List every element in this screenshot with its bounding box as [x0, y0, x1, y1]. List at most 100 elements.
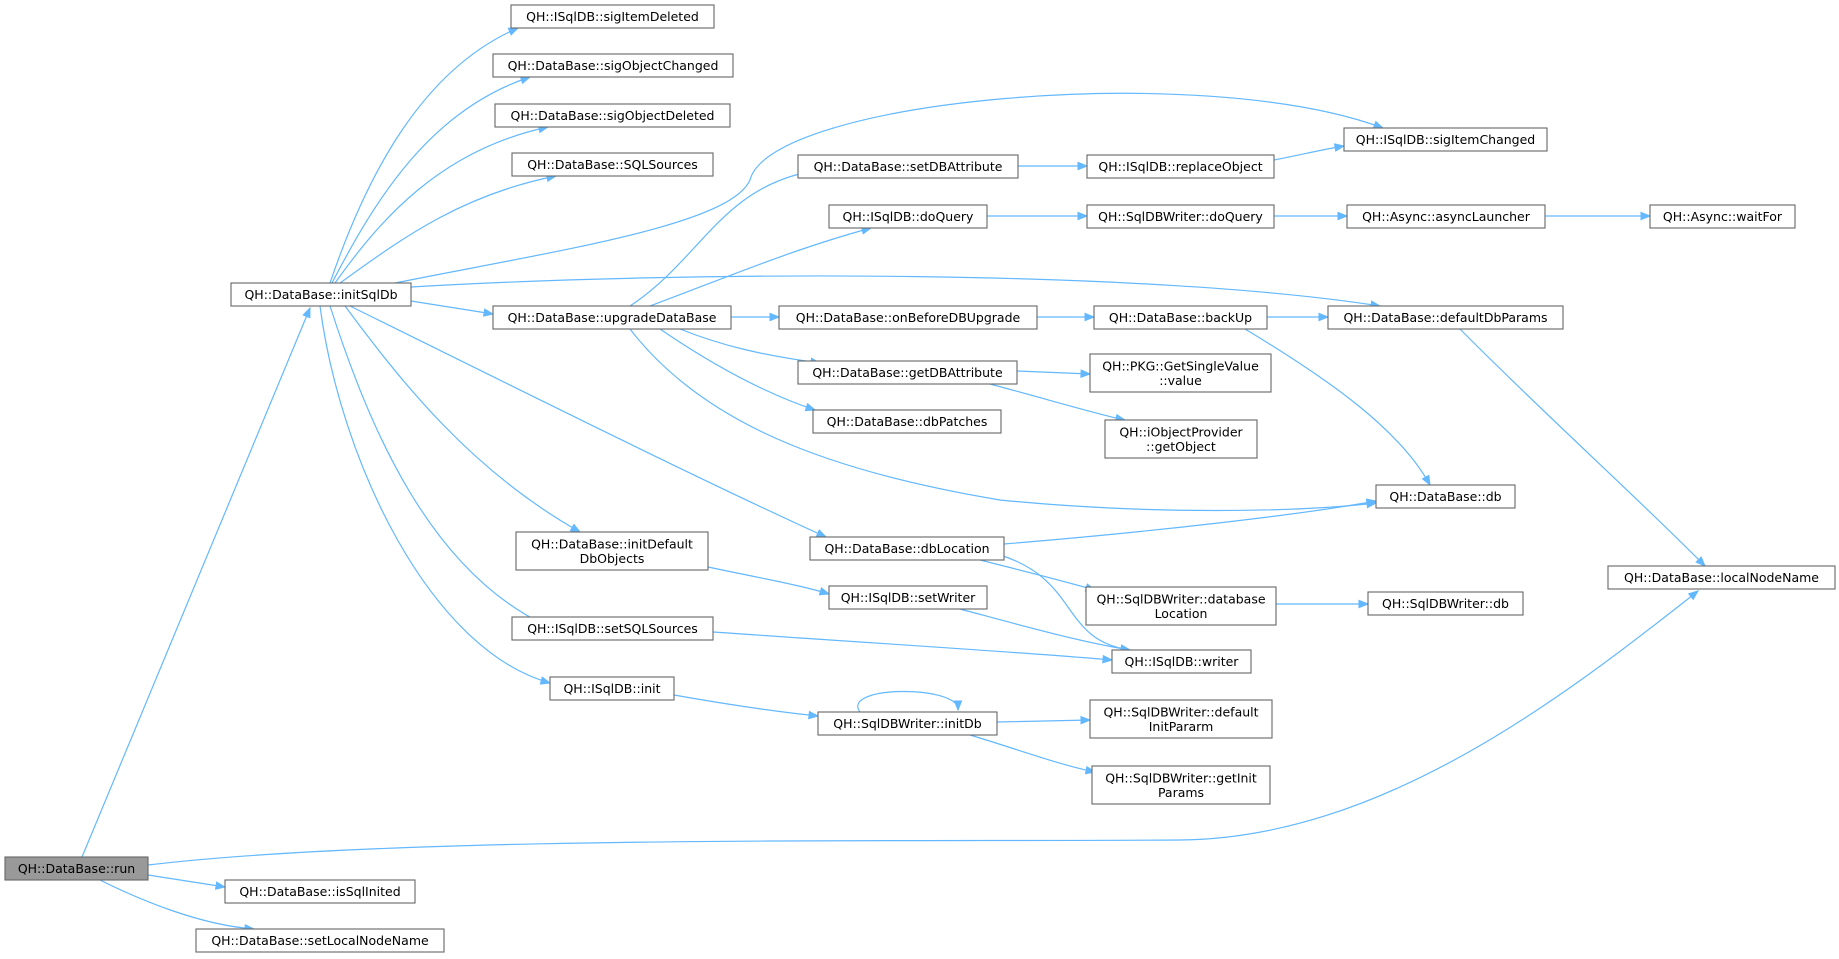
arrowhead [1333, 143, 1346, 152]
edge-line [1003, 500, 1377, 545]
node-box [224, 879, 416, 904]
node-label: QH::DataBase::sigObjectDeleted [510, 108, 714, 123]
edge-isqlDoQuery-to-writerDoQuery [987, 211, 1089, 221]
node-isqlDoQuery[interactable]: QH::ISqlDB::doQuery [828, 204, 988, 229]
node-label: QH::SqlDBWriter::initDb [833, 716, 981, 731]
node-label: QH::DataBase::onBeforeDBUpgrade [796, 310, 1021, 325]
node-dbLocation[interactable]: QH::DataBase::dbLocation [809, 536, 1005, 561]
node-label: QH::DataBase::setDBAttribute [814, 159, 1003, 174]
node-label: QH::SqlDBWriter::doQuery [1098, 209, 1263, 224]
arrowhead [804, 402, 817, 412]
node-SQLSources[interactable]: QH::DataBase::SQLSources [511, 152, 714, 177]
node-getDBAttribute[interactable]: QH::DataBase::getDBAttribute [797, 360, 1018, 385]
node-initSqlDb[interactable]: QH::DataBase::initSqlDb [230, 282, 412, 307]
node-label: QH::DataBase::db [1389, 489, 1501, 504]
edge-initDb-to-initDb [857, 690, 963, 713]
node-writerDb[interactable]: QH::SqlDBWriter::db [1367, 591, 1524, 616]
node-label: QH::SqlDBWriter::db [1382, 596, 1509, 611]
arrowhead [1102, 654, 1114, 664]
edge-upgradeDataBase-to-setDBAttribute [629, 169, 810, 307]
node-sigObjectChanged[interactable]: QH::DataBase::sigObjectChanged [492, 53, 734, 78]
node-backUp[interactable]: QH::DataBase::backUp [1093, 305, 1268, 330]
edge-onBeforeDBUpgrade-to-backUp [1037, 312, 1096, 322]
edge-upgradeDataBase-to-dbPatches [659, 328, 817, 412]
arrowhead [953, 700, 963, 712]
arrowhead [1337, 211, 1349, 221]
arrowhead [302, 306, 311, 319]
node-label: QH::ISqlDB::setSQLSources [527, 621, 698, 636]
node-upgradeDataBase[interactable]: QH::DataBase::upgradeDataBase [492, 305, 732, 330]
edge-line [659, 328, 816, 411]
node-box [1086, 154, 1275, 179]
node-initDb[interactable]: QH::SqlDBWriter::initDb [817, 711, 998, 736]
edge-initSqlDb-to-defaultDbParams [410, 275, 1382, 309]
node-isqlWriter[interactable]: QH::ISqlDB::writer [1111, 649, 1252, 674]
edge-upgradeDataBase-to-isqlDoQuery [649, 226, 873, 307]
node-label: QH::SqlDBWriter::database [1096, 591, 1265, 606]
node-waitFor[interactable]: QH::Async::waitFor [1649, 204, 1796, 229]
node-dbDb[interactable]: QH::DataBase::db [1375, 484, 1516, 509]
edge-setDBAttribute-to-replaceObject [1018, 161, 1089, 171]
node-getObject[interactable]: QH::iObjectProvider::getObject [1104, 419, 1258, 459]
arrowhead [815, 529, 828, 538]
arrowhead [1080, 715, 1092, 725]
node-label: QH::DataBase::SQLSources [527, 157, 698, 172]
arrowhead [1080, 369, 1092, 378]
node-run[interactable]: QH::DataBase::run [4, 856, 149, 881]
node-dbPatches[interactable]: QH::DataBase::dbPatches [812, 409, 1002, 434]
edge-getDBAttribute-to-getSingleValue [1016, 369, 1092, 378]
node-box [1346, 204, 1546, 229]
node-label: QH::PKG::GetSingleValue [1102, 358, 1259, 373]
node-label: QH::DataBase::localNodeName [1624, 570, 1819, 585]
node-replaceObject[interactable]: QH::ISqlDB::replaceObject [1086, 154, 1275, 179]
node-label: QH::iObjectProvider [1119, 424, 1243, 439]
node-box [828, 204, 988, 229]
node-box [1089, 353, 1272, 393]
node-asyncLauncher[interactable]: QH::Async::asyncLauncher [1346, 204, 1546, 229]
node-box [778, 305, 1038, 330]
node-label: QH::DataBase::initSqlDb [244, 287, 397, 302]
node-setSQLSources[interactable]: QH::ISqlDB::setSQLSources [511, 616, 714, 641]
node-label: QH::DataBase::initDefault [531, 536, 693, 551]
node-writerDoQuery[interactable]: QH::SqlDBWriter::doQuery [1086, 204, 1275, 229]
node-isqlInit[interactable]: QH::ISqlDB::init [549, 676, 675, 701]
node-box [797, 360, 1018, 385]
edge-initDefaultDbObjects-to-isqlSetWriter [707, 566, 831, 596]
edge-run-to-initSqlDb [81, 306, 311, 858]
arrowhead [1358, 599, 1370, 609]
arrowhead [569, 523, 582, 533]
node-box [549, 676, 675, 701]
edge-line [99, 879, 255, 930]
call-graph-edges [81, 27, 1706, 933]
arrowhead [482, 308, 495, 317]
arrowhead [1687, 590, 1700, 601]
node-label: QH::SqlDBWriter::default [1103, 704, 1258, 719]
edge-defaultDbParams-to-localNodeName [1459, 328, 1706, 567]
node-box [492, 53, 734, 78]
node-box [797, 154, 1019, 179]
arrowhead [1318, 312, 1330, 322]
node-onBeforeDBUpgrade[interactable]: QH::DataBase::onBeforeDBUpgrade [778, 305, 1038, 330]
node-sigObjectDeleted[interactable]: QH::DataBase::sigObjectDeleted [494, 103, 731, 128]
node-setLocalNodeName[interactable]: QH::DataBase::setLocalNodeName [195, 928, 445, 953]
node-sigItemChanged[interactable]: QH::ISqlDB::sigItemChanged [1343, 127, 1548, 152]
call-graph-nodes: QH::DataBase::runQH::DataBase::isSqlInit… [4, 4, 1836, 953]
node-box [1091, 765, 1271, 805]
edge-line [329, 305, 546, 626]
node-isSqlInited[interactable]: QH::DataBase::isSqlInited [224, 879, 416, 904]
node-box [1367, 591, 1524, 616]
node-box [1343, 127, 1548, 152]
node-setDBAttribute[interactable]: QH::DataBase::setDBAttribute [797, 154, 1019, 179]
node-sigItemDeleted[interactable]: QH::ISqlDB::sigItemDeleted [510, 4, 715, 29]
node-label: InitPararm [1149, 719, 1214, 734]
node-defaultDbParams[interactable]: QH::DataBase::defaultDbParams [1327, 305, 1564, 330]
node-localNodeName[interactable]: QH::DataBase::localNodeName [1607, 565, 1836, 590]
node-getSingleValue[interactable]: QH::PKG::GetSingleValue::value [1089, 353, 1272, 393]
node-isqlSetWriter[interactable]: QH::ISqlDB::setWriter [828, 585, 988, 610]
node-box [1375, 484, 1516, 509]
